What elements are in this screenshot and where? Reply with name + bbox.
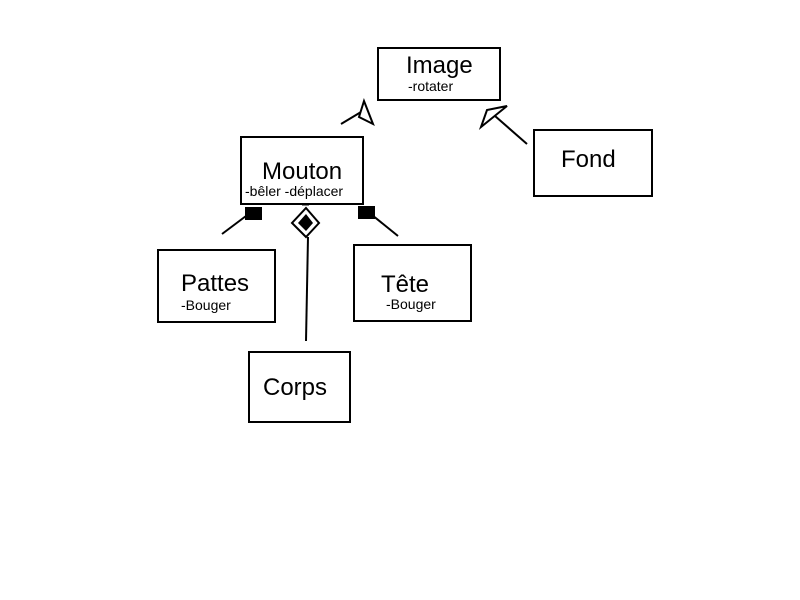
class-fond-box[interactable]: Fond [533, 129, 653, 197]
mouton-pattes-line [221, 215, 247, 235]
inheritance-arrowhead-mouton [357, 97, 375, 127]
class-image-name: Image [406, 52, 473, 79]
aggregation-diamond-inner [298, 214, 313, 231]
class-mouton-name: Mouton [262, 158, 343, 185]
inheritance-arrowhead-fond [478, 105, 508, 130]
class-pattes-box[interactable]: Pattes -Bouger [157, 249, 276, 323]
mouton-corps-line [305, 236, 309, 342]
class-pattes-name: Pattes [181, 270, 250, 297]
mouton-tete-line [371, 214, 399, 237]
class-corps-name: Corps [263, 374, 328, 401]
composition-marker-tete [358, 206, 375, 219]
class-tete-methods: -Bouger [386, 296, 436, 312]
class-mouton-box[interactable]: Mouton -bêler -déplacer [240, 136, 364, 205]
class-tete-box[interactable]: Tête -Bouger [353, 244, 472, 322]
class-image-methods: -rotater [408, 78, 454, 94]
class-tete-name: Tête [381, 271, 430, 298]
class-corps-box[interactable]: Corps [248, 351, 351, 423]
class-image-box[interactable]: Image -rotater [377, 47, 501, 101]
fond-image-line [494, 115, 528, 145]
class-pattes-methods: -Bouger [181, 297, 231, 313]
class-mouton-methods: -bêler -déplacer [245, 183, 344, 199]
composition-marker-pattes [245, 207, 262, 220]
class-fond-name: Fond [561, 146, 616, 173]
